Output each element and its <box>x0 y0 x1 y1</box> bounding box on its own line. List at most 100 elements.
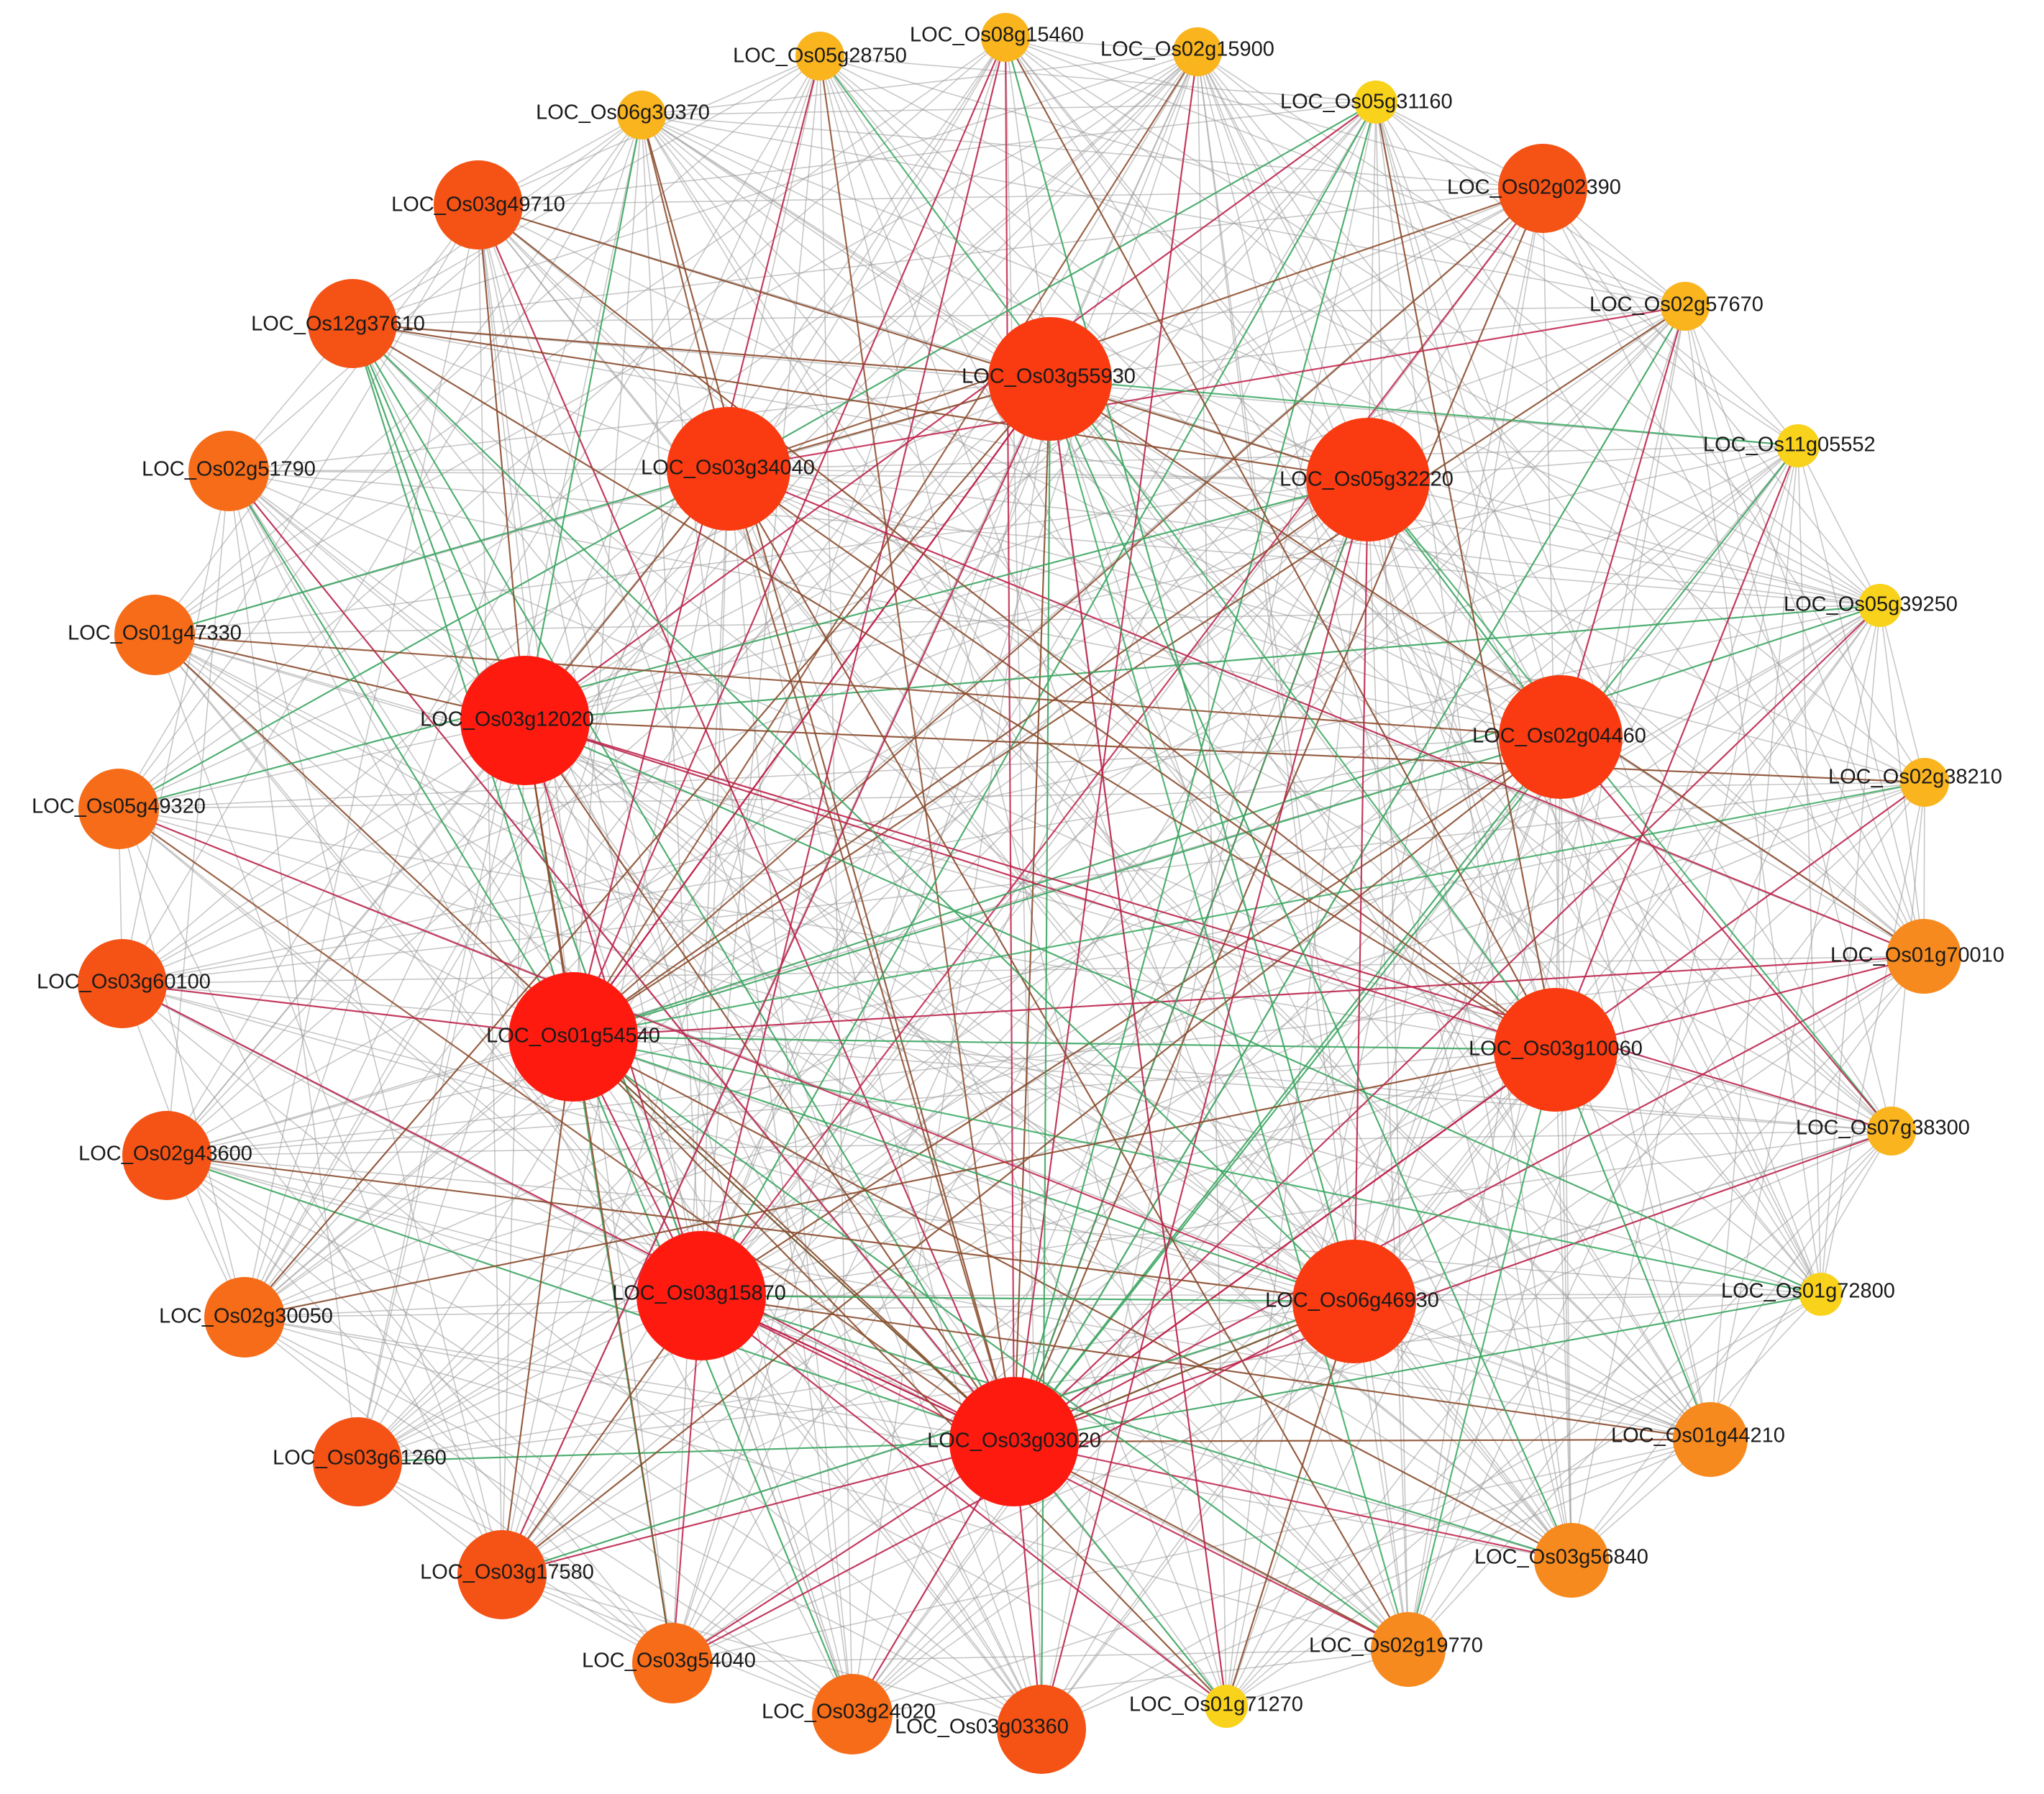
node-loc-os01g72800[interactable] <box>1799 1273 1843 1316</box>
network-edge <box>1005 37 1369 480</box>
node-loc-os03g60100[interactable] <box>78 939 167 1028</box>
node-loc-os03g12020[interactable] <box>460 656 590 785</box>
network-edge <box>572 1036 1042 1730</box>
node-loc-os05g31160[interactable] <box>1354 81 1397 124</box>
node-label: LOC_Os03g10060 <box>1469 1038 1643 1061</box>
node-loc-os03g56840[interactable] <box>1534 1523 1609 1598</box>
network-edge <box>478 188 1543 206</box>
network-edge <box>228 378 1051 472</box>
network-edge <box>819 55 1822 1295</box>
network-edge <box>572 378 1051 1038</box>
network-edge <box>122 605 1881 984</box>
network-edge <box>1049 378 1556 1051</box>
network-edge <box>118 478 1369 810</box>
node-loc-os06g46930[interactable] <box>1292 1240 1416 1363</box>
network-edge <box>118 720 526 810</box>
node-loc-os03g24020[interactable] <box>812 1674 893 1754</box>
network-edge <box>1049 378 1925 783</box>
node-loc-os02g38210[interactable] <box>1900 758 1949 807</box>
network-edge <box>1041 101 1377 1730</box>
node-loc-os03g54040[interactable] <box>632 1623 713 1703</box>
network-edge <box>228 470 503 1575</box>
network-edge <box>1559 306 1687 738</box>
network-edge <box>852 605 1881 1715</box>
network-edge <box>852 378 1051 1715</box>
node-loc-os03g17580[interactable] <box>457 1530 547 1619</box>
network-edge <box>572 1035 1556 1051</box>
node-loc-os12g37610[interactable] <box>308 279 397 368</box>
node-label: LOC_Os02g19770 <box>1309 1634 1483 1657</box>
network-edge <box>1367 479 1572 1561</box>
node-loc-os02g15900[interactable] <box>1173 27 1222 76</box>
node-loc-os02g57670[interactable] <box>1661 282 1710 331</box>
node-loc-os03g15870[interactable] <box>637 1231 766 1360</box>
node-label: LOC_Os03g24020 <box>762 1701 936 1724</box>
node-loc-os02g02390[interactable] <box>1498 144 1587 233</box>
node-loc-os02g19770[interactable] <box>1371 1612 1446 1687</box>
node-loc-os01g47330[interactable] <box>114 595 195 675</box>
network-edge <box>1367 479 1822 1295</box>
network-edge <box>122 983 1015 1442</box>
node-label: LOC_Os01g71270 <box>1129 1693 1303 1716</box>
network-edge <box>501 736 1561 1575</box>
node-loc-os02g51790[interactable] <box>188 431 269 511</box>
node-loc-os08g15460[interactable] <box>981 13 1030 62</box>
network-edge <box>672 1441 1015 1664</box>
node-label: LOC_Os02g30050 <box>159 1305 333 1328</box>
network-edge <box>1407 956 1925 1650</box>
network-edge <box>672 479 1369 1664</box>
network-edge <box>122 982 574 1038</box>
network-edge <box>351 323 703 1296</box>
network-edge <box>672 1649 1409 1664</box>
node-loc-os03g55930[interactable] <box>988 317 1112 441</box>
network-edge <box>1407 1049 1557 1650</box>
node-loc-os02g43600[interactable] <box>122 1111 211 1200</box>
node-loc-os05g28750[interactable] <box>795 32 844 81</box>
node-loc-os03g49710[interactable] <box>434 160 523 250</box>
node-loc-os03g03360[interactable] <box>997 1685 1086 1774</box>
network-edge <box>501 445 1799 1575</box>
node-loc-os03g03020[interactable] <box>949 1377 1079 1506</box>
network-edge <box>1226 956 1925 1707</box>
network-edge <box>1040 479 1369 1730</box>
node-loc-os05g39250[interactable] <box>1858 584 1902 627</box>
node-loc-os02g04460[interactable] <box>1499 675 1623 799</box>
network-edge <box>501 306 1686 1575</box>
network-edge <box>1542 188 1925 783</box>
network-edge <box>819 55 1892 1132</box>
node-label: LOC_Os05g39250 <box>1784 593 1958 616</box>
network-edge <box>357 605 1881 1463</box>
network-edge <box>352 323 1015 1442</box>
network-edge <box>154 479 1369 636</box>
node-loc-os01g71270[interactable] <box>1205 1685 1248 1728</box>
node-loc-os01g54540[interactable] <box>508 972 638 1102</box>
network-edge <box>819 55 1572 1561</box>
network-edge <box>819 55 1711 1440</box>
network-edge <box>357 51 1198 1463</box>
node-loc-os05g49320[interactable] <box>78 769 159 849</box>
node-loc-os11g05552[interactable] <box>1776 424 1820 467</box>
network-edge <box>641 114 1561 738</box>
network-edge <box>572 1036 1015 1442</box>
node-loc-os06g30370[interactable] <box>617 91 666 139</box>
network-edge <box>572 604 1881 1038</box>
node-loc-os01g44210[interactable] <box>1673 1402 1748 1477</box>
node-loc-os05g32220[interactable] <box>1306 418 1430 541</box>
network-edge <box>166 1155 853 1715</box>
network-edge <box>1375 101 1572 1561</box>
network-edge <box>819 55 853 1715</box>
network-edge <box>728 468 1881 606</box>
network-edge <box>244 204 479 1318</box>
network-edge <box>1374 101 1557 1051</box>
network-edge <box>1005 37 1561 738</box>
node-loc-os03g34040[interactable] <box>667 407 790 531</box>
network-edge <box>1354 782 1925 1302</box>
node-loc-os01g70010[interactable] <box>1886 919 1961 994</box>
network-edge <box>501 1440 1015 1576</box>
node-loc-os07g38300[interactable] <box>1867 1107 1916 1155</box>
node-loc-os03g10060[interactable] <box>1494 988 1618 1112</box>
node-loc-os02g30050[interactable] <box>204 1277 285 1358</box>
network-edge <box>728 51 1198 470</box>
node-loc-os03g61260[interactable] <box>313 1417 402 1506</box>
node-label: LOC_Os03g56840 <box>1474 1546 1648 1569</box>
